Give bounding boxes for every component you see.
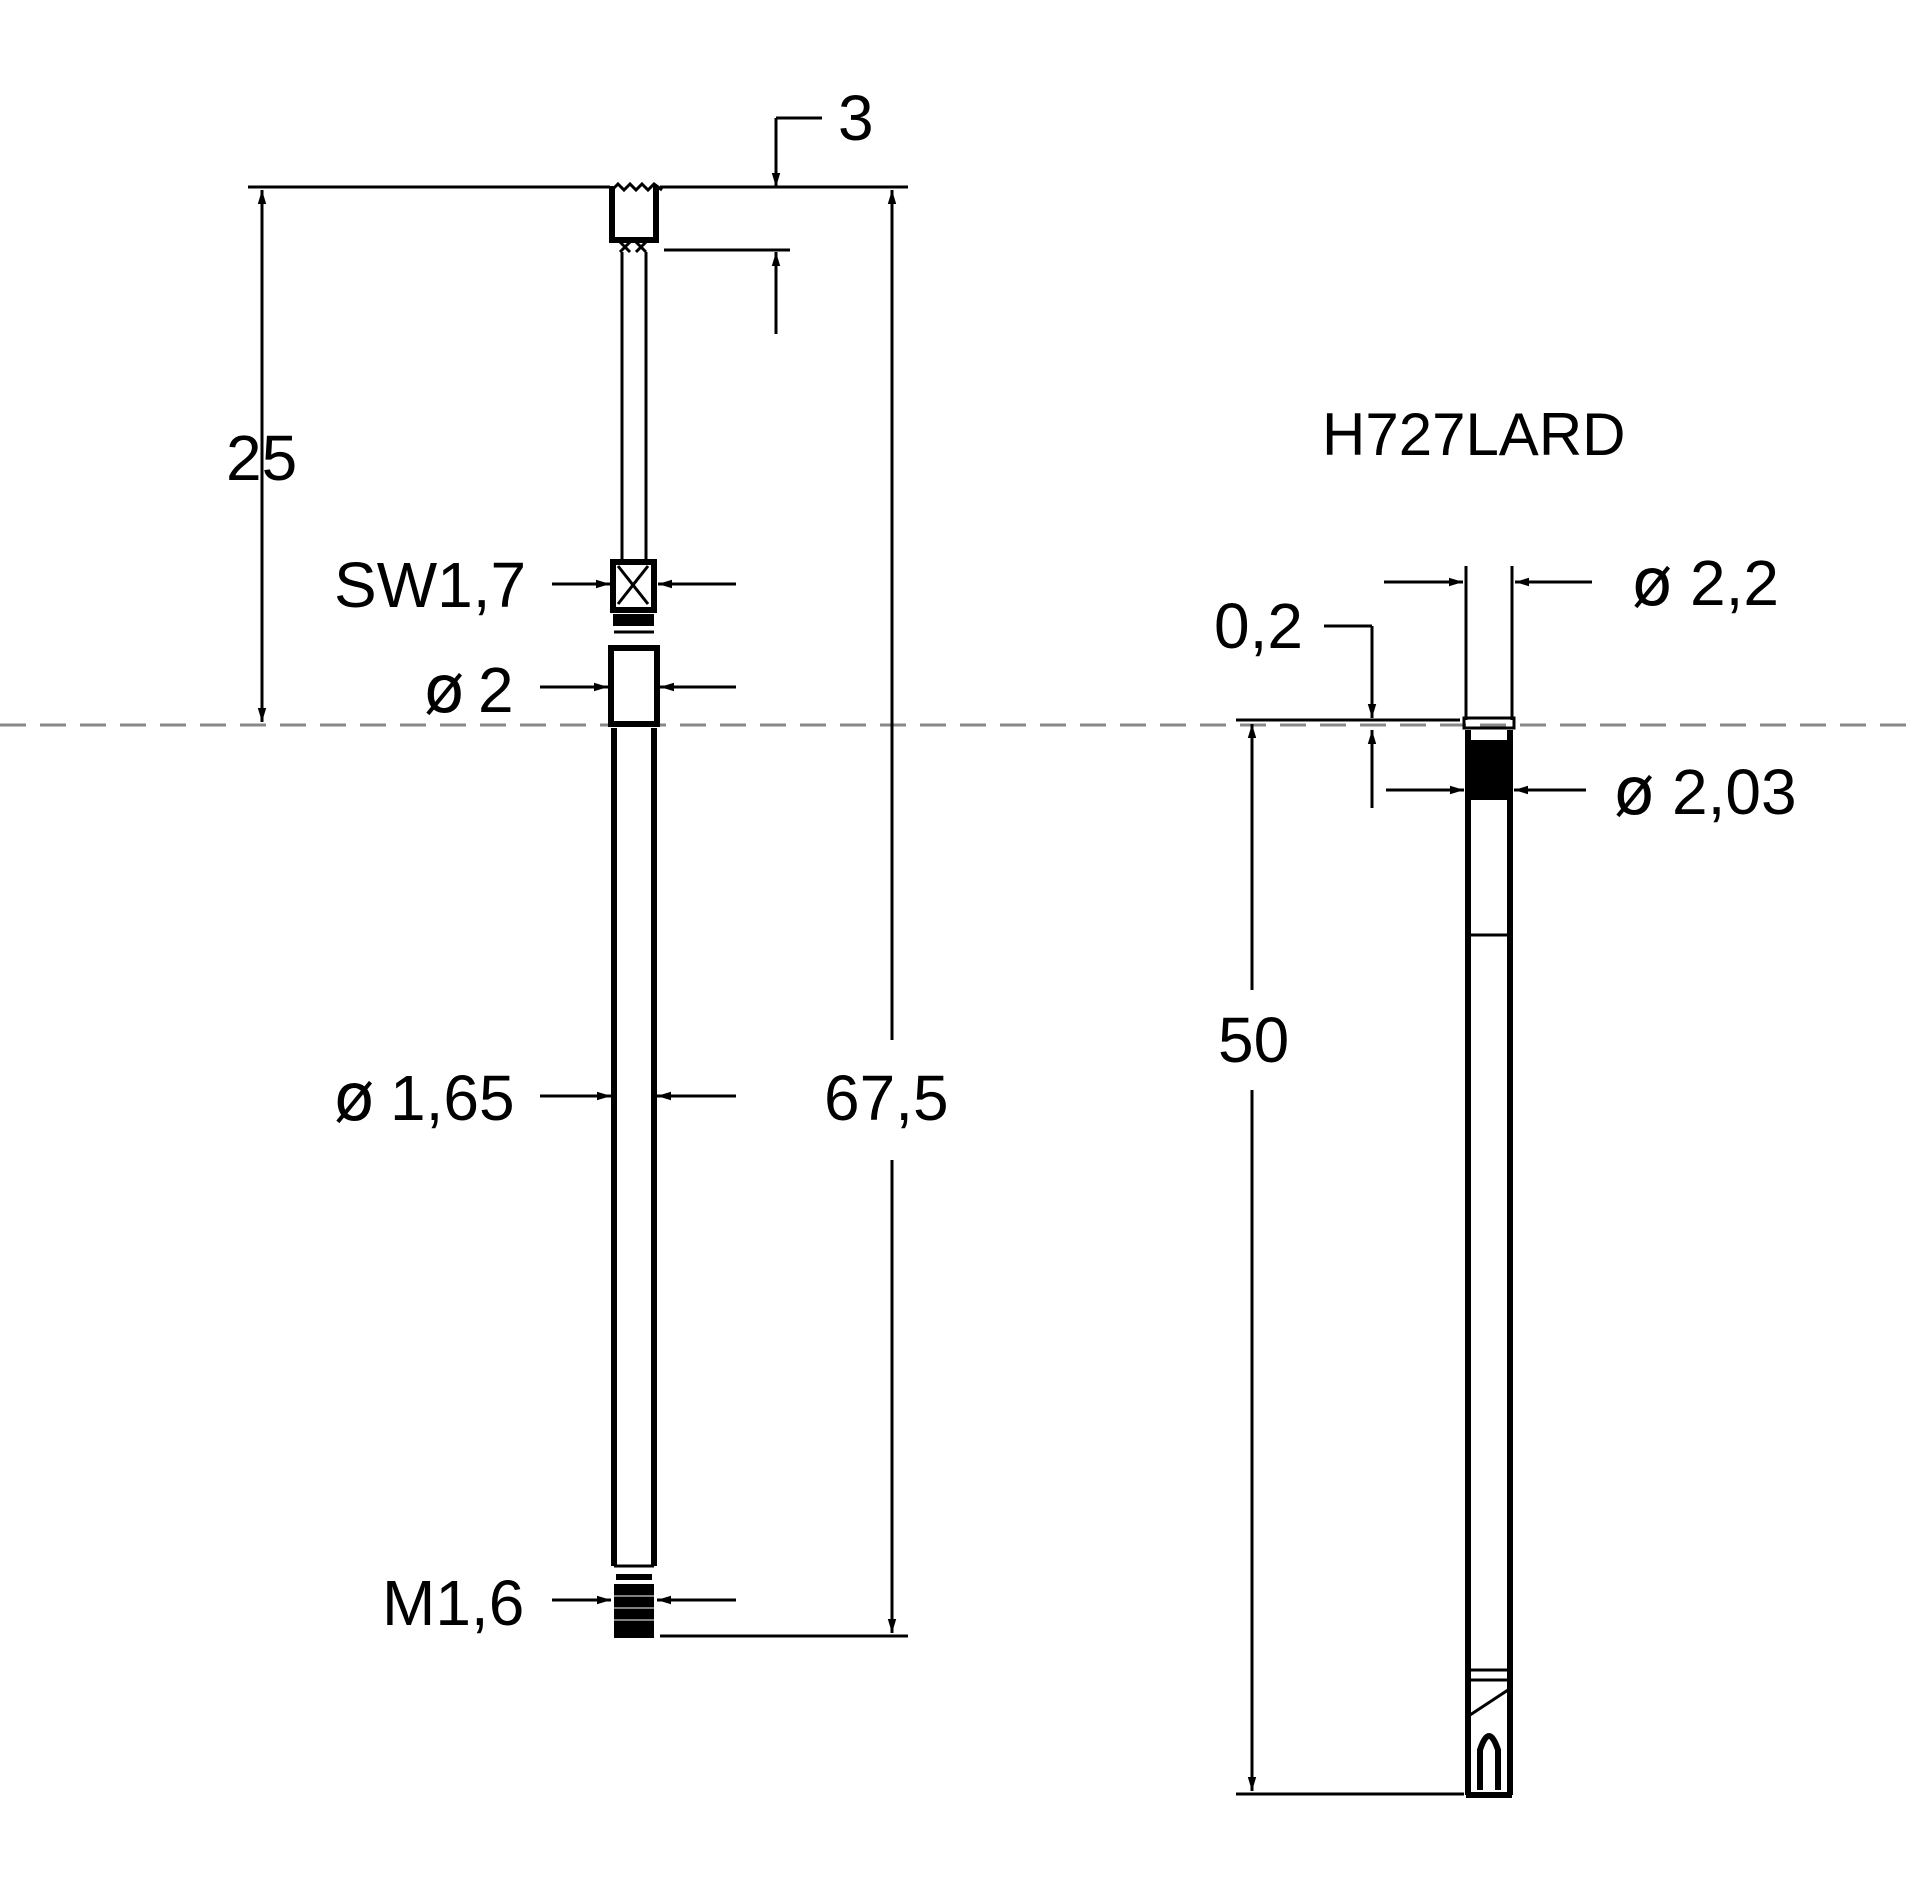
left-view: 3 25 67,5 SW1,7 ø 2 xyxy=(226,82,949,1639)
diameter-symbol: ø xyxy=(424,651,464,728)
label-thread-size-value: M1,6 xyxy=(382,1567,524,1639)
label-step-height-value: 0,2 xyxy=(1214,590,1303,662)
label-wrench-size: SW1,7 xyxy=(334,549,736,621)
label-step-height: 0,2 xyxy=(1214,590,1460,808)
label-head-diameter-value: 2,2 xyxy=(1690,547,1779,619)
dim-total-length-value: 67,5 xyxy=(824,1062,949,1134)
label-thread-size: M1,6 xyxy=(382,1567,736,1639)
part-number-title: H727LARD xyxy=(1322,401,1626,468)
label-grip-diameter-value: 2,03 xyxy=(1672,756,1797,828)
label-collar-diameter-value: 2 xyxy=(478,654,514,726)
dim-top-offset-value: 3 xyxy=(838,82,874,154)
right-part-outline xyxy=(1462,566,1516,1798)
dim-upper-length-value: 25 xyxy=(226,422,297,494)
diameter-symbol: ø xyxy=(1632,544,1672,621)
diameter-symbol: ø xyxy=(334,1059,374,1136)
diameter-symbol: ø xyxy=(1614,753,1654,830)
dim-upper-length: 25 xyxy=(226,185,610,722)
label-grip-diameter: ø 2,03 xyxy=(1386,753,1797,830)
dim-right-length-value: 50 xyxy=(1218,1004,1289,1076)
label-wrench-size-value: SW1,7 xyxy=(334,549,526,621)
left-part-outline xyxy=(608,181,663,1638)
right-view: H727LARD ø 2,2 xyxy=(1214,401,1797,1798)
label-head-diameter: ø 2,2 xyxy=(1384,544,1779,621)
label-shaft-diameter: ø 1,65 xyxy=(334,1059,736,1136)
label-shaft-diameter-value: 1,65 xyxy=(390,1062,515,1134)
dim-top-offset: 3 xyxy=(660,82,908,334)
label-collar-diameter: ø 2 xyxy=(424,651,736,728)
dim-total-length: 67,5 xyxy=(660,190,949,1638)
dim-right-length: 50 xyxy=(1218,724,1464,1796)
